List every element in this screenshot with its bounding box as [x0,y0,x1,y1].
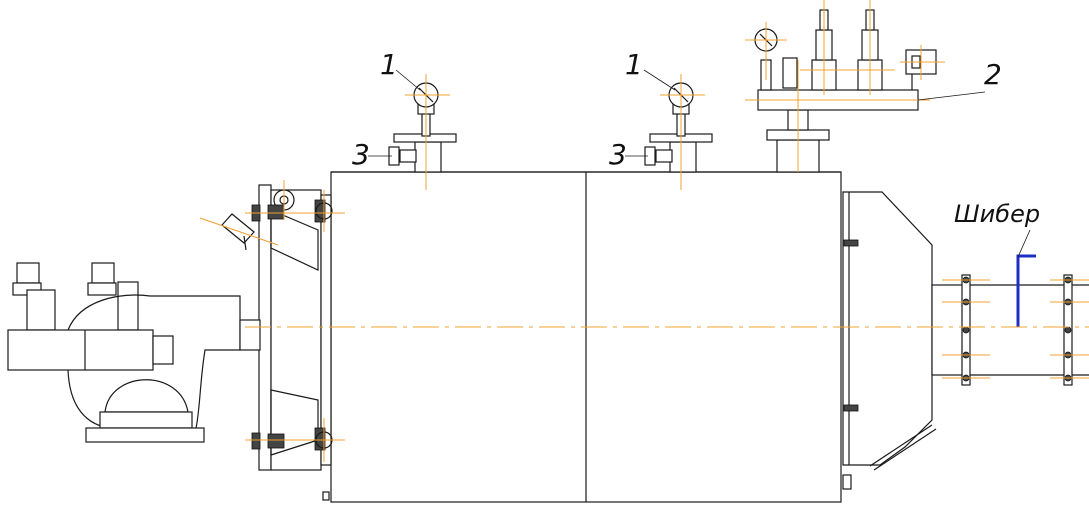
callout-gauge-left: 1 [380,48,398,81]
callout-gauge-right: 1 [625,48,643,81]
nozzle-right [644,82,713,173]
centerlines [199,0,1089,462]
leader-lines [368,69,986,157]
burner [7,262,261,443]
flue-duct [931,274,1089,386]
callout-valve-right: 3 [609,138,627,171]
front-door [221,184,333,471]
callout-valve-left: 3 [352,138,370,171]
boiler-body [322,171,852,503]
nozzle-left [388,82,457,173]
callout-manifold: 2 [984,58,1002,91]
safety-manifold [754,9,937,173]
damper-label: Шибер [954,200,1040,228]
damper [1016,229,1036,327]
smoke-box [842,191,937,471]
